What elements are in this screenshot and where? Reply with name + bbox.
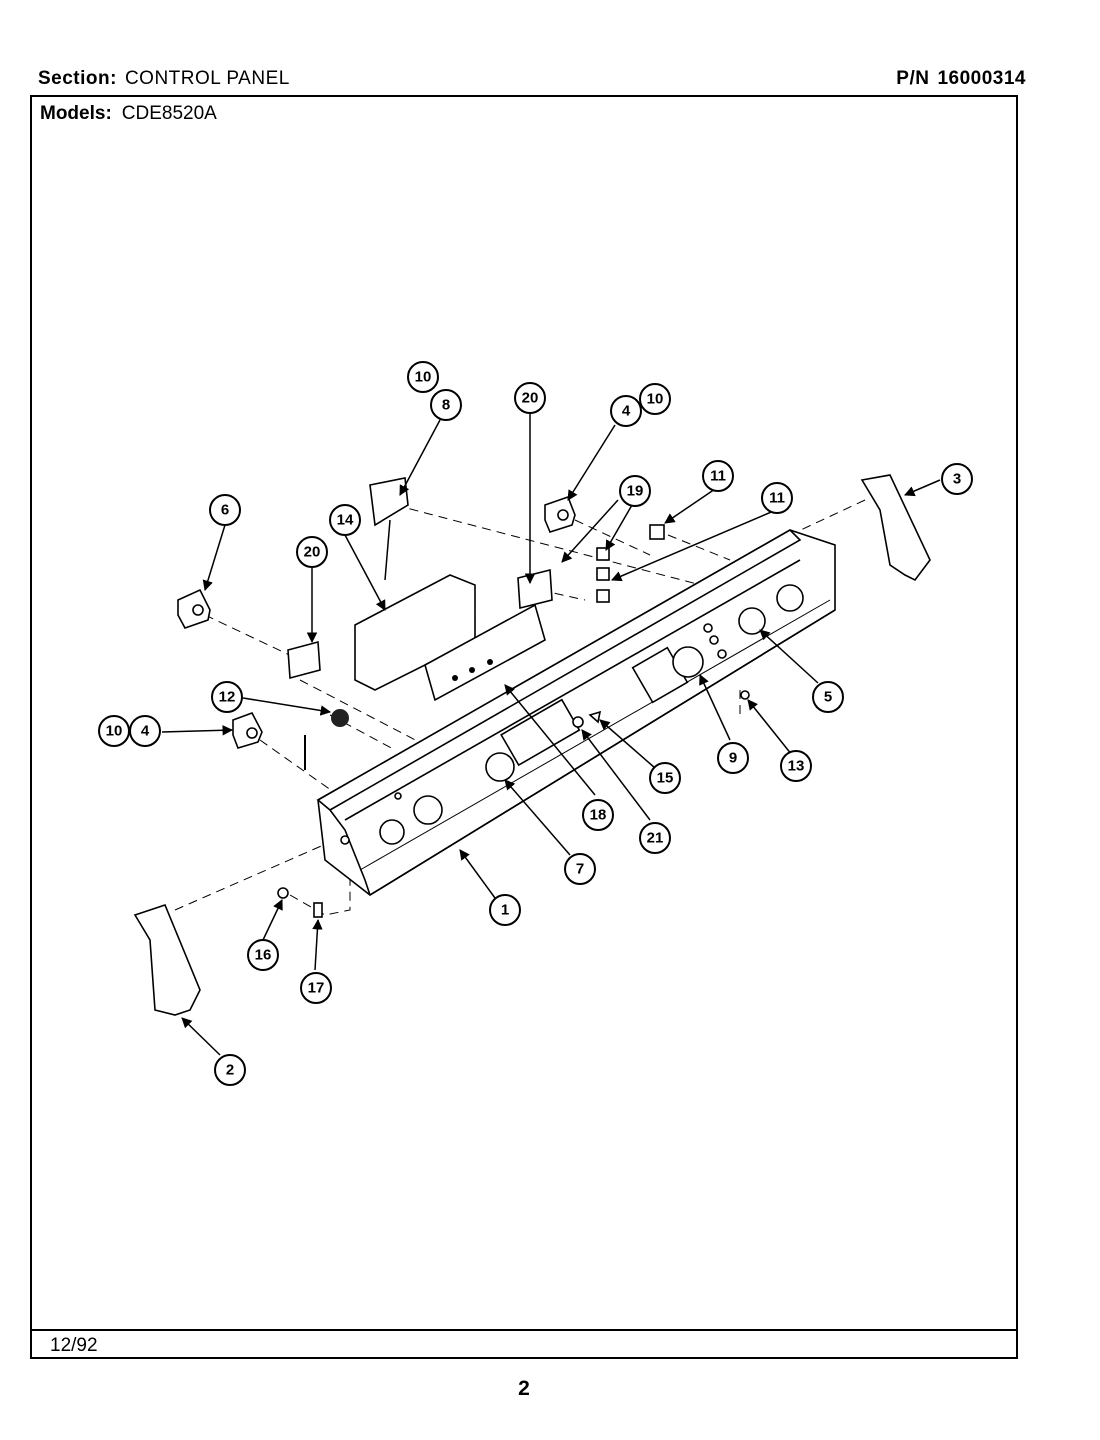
callout-13: 13 [780,750,812,782]
svg-text:3: 3 [953,471,961,488]
clip-17 [313,902,323,918]
left-end-cap [133,904,201,1016]
leader-lines [161,412,941,1056]
footer-rule [32,1329,1016,1331]
callout-10-top-right: 10 [639,383,671,415]
svg-text:8: 8 [442,397,450,414]
section-title: CONTROL PANEL [124,68,290,89]
date-code: 12/92 [50,1335,98,1356]
svg-text:10: 10 [106,723,123,740]
callout-20-left: 20 [296,536,328,568]
callout-17: 17 [300,972,332,1004]
svg-text:20: 20 [522,390,539,407]
svg-text:18: 18 [590,807,607,824]
svg-text:19: 19 [627,483,644,500]
bracket-left [287,640,321,680]
callout-10-top: 10 [407,361,439,393]
bracket-right [517,568,553,610]
right-end-cap [860,474,931,582]
indicator-11 [649,524,665,540]
svg-text:6: 6 [221,502,229,519]
part-number-value: 16000314 [937,68,1026,89]
models-label: Models: [40,103,112,124]
grommet-13 [740,690,750,700]
svg-text:12: 12 [219,689,236,706]
section-label: Section: [38,68,117,89]
callout-4-left: 4 [129,715,161,747]
svg-text:4: 4 [141,723,150,740]
control-panel-body [316,529,836,896]
svg-text:20: 20 [304,544,321,561]
callout-11-right: 11 [761,482,793,514]
models-line: Models: CDE8520A [40,103,217,125]
callout-15: 15 [649,762,681,794]
svg-text:17: 17 [308,980,325,997]
part-number-label: P/N [896,68,930,89]
led-21 [572,716,584,728]
part-number: P/N 16000314 [896,68,1026,90]
knob-hole-3 [485,752,515,782]
callout-7: 7 [564,853,596,885]
callout-5: 5 [812,681,844,713]
light-19-b [596,567,610,581]
svg-text:2: 2 [226,1062,234,1079]
knob-hole-2 [413,795,443,825]
callout-12: 12 [211,681,243,713]
svg-text:7: 7 [576,861,584,878]
callout-2: 2 [214,1054,246,1086]
knob-hole-5 [738,607,766,635]
svg-text:9: 9 [729,750,737,767]
callout-9: 9 [717,742,749,774]
callout-11-top: 11 [702,460,734,492]
knob-hole-6 [776,584,804,612]
svg-text:10: 10 [415,369,432,386]
callout-10-left: 10 [98,715,130,747]
callout-18: 18 [582,799,614,831]
svg-text:10: 10 [647,391,664,408]
svg-text:21: 21 [647,830,664,847]
callout-6: 6 [209,494,241,526]
models-value: CDE8520A [121,103,217,124]
svg-text:16: 16 [255,947,272,964]
callout-8: 8 [430,389,462,421]
callout-3: 3 [941,463,973,495]
callout-19: 19 [619,475,651,507]
svg-text:1: 1 [501,902,509,919]
callout-20-top: 20 [514,382,546,414]
svg-text:15: 15 [657,770,674,787]
section-header: Section: CONTROL PANEL [38,68,290,90]
svg-text:13: 13 [788,758,805,775]
light-19-a [596,547,610,561]
svg-text:5: 5 [824,689,832,706]
callout-14: 14 [329,504,361,536]
svg-text:4: 4 [622,403,631,420]
buzzer-12 [331,709,349,727]
svg-text:11: 11 [710,468,726,485]
screw-16 [277,887,289,899]
callout-4-top: 4 [610,395,642,427]
callout-16: 16 [247,939,279,971]
callout-1: 1 [489,894,521,926]
drawing-frame: Models: CDE8520A 12/92 [30,95,1018,1359]
light-19-c [596,589,610,603]
knob-hole-4 [672,646,704,678]
page-number: 2 [518,1377,530,1400]
callout-21: 21 [639,822,671,854]
lens-15 [588,710,602,724]
knob-hole-1 [379,819,405,845]
svg-text:11: 11 [769,490,785,507]
display-switch [369,477,409,527]
svg-text:14: 14 [337,512,354,529]
callouts: 10 8 20 4 10 6 20 14 19 11 11 3 12 10 4 … [98,361,973,1086]
